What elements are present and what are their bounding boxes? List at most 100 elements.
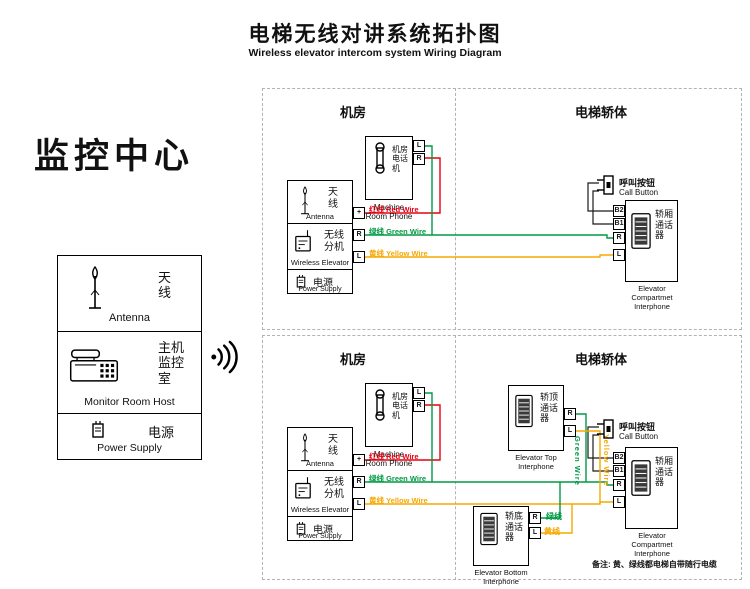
handset-icon [372,142,388,174]
yellow-wire-top [365,254,620,258]
wireless-antenna-row: 天 线 Antenna [288,428,352,470]
monitor-host-label-en: Monitor Room Host [84,396,175,408]
phone-terminal-l: L [413,387,425,399]
call-button-icon [597,174,615,196]
monitor-center-box: 天 线 Antenna 主机 监控 室 Monitor Room Host 电源… [57,255,202,460]
bottom-interphone-box: 轿底 通话 器 [473,506,529,566]
monitor-power-label-zh: 电源 [148,425,175,440]
machine-room-phone-label-zh: 机房 电话 机 [392,145,408,173]
green-wire-bottom-interphone [535,482,561,519]
top-interphone-terminal-l: L [564,425,576,437]
wireless-antenna-label-zh: 天 线 [328,434,338,457]
wireless-signal-icon [210,340,244,374]
yellow-wire-vertical-label: Yellow Wire [602,434,611,487]
compartment-interphone-label-en: Elevator Compartmet Interphone [631,531,673,558]
bottom-interphone-terminal-r: R [529,512,541,524]
call-button-label-zh: 呼叫按钮 [619,178,656,188]
top-interphone-label-en: Elevator Top Interphone [515,453,557,471]
yellow-wire-label: 黄线 Yellow Wire [369,249,428,258]
speaker-icon [515,393,533,429]
elevator-car-label: 电梯轿体 [575,105,628,120]
call-button-wire-top-2 [592,190,618,225]
wireless-terminal-l: L [353,251,365,263]
call-button-wire-top-1 [587,182,618,212]
wireless-antenna-row: 天 线 Antenna [288,181,352,223]
compartment-terminal-r: R [613,479,625,491]
phone-terminal-r: R [413,153,425,165]
compartment-terminal-b2: B2 [613,205,625,217]
machine-room-phone-label-en: Machine Room Phone [365,203,413,222]
bottom-interphone-label-en: Elevator Bottom Interphone [474,568,528,586]
wireless-antenna-label-zh: 天 线 [328,187,338,210]
monitor-antenna-label-zh: 天 线 [158,270,172,301]
call-button-label-en: Call Button [619,432,659,441]
antenna-icon [82,264,108,310]
red-wire-label: 红线 Red Wire [369,205,419,214]
compartment-terminal-b1: B1 [613,465,625,477]
zone-bottom-divider [455,335,456,580]
monitor-host-row: 主机 监控 室 Monitor Room Host [58,331,201,413]
top-interphone-box: 轿顶 通话 器 [508,385,564,451]
wireless-unit-box: 天 线 Antenna 无线 分机 Wireless Elevator 电源 P… [287,427,353,541]
wireless-ext-label-zh: 无线 分机 [324,477,344,500]
wireless-antenna-label-en: Antenna [306,212,334,221]
wireless-power-label-en: Power Supply [298,533,342,540]
machine-room-phone-box: 机房 电话 机 [365,383,413,447]
yellow-wire-bottom-interphone [535,504,573,534]
compartment-interphone-label-zh: 轿厢 通话 器 [655,209,674,241]
wireless-unit-box: 天 线 Antenna 无线 分机 Wireless Elevator 电源 P… [287,180,353,294]
red-wire-label: 红线 Red Wire [369,452,419,461]
call-button-icon [597,418,615,440]
wireless-ext-label-en: Wireless Elevator [290,258,350,267]
green-wire-short-label: 绿线 [546,512,562,521]
bottom-interphone-label-zh: 轿底 通话 器 [505,511,524,543]
speaker-icon [631,458,651,498]
call-button-label-en: Call Button [619,188,659,197]
green-wire-vertical-label: Green Wire [573,436,582,486]
speaker-icon [631,211,651,251]
wireless-terminal-l: L [353,498,365,510]
wireless-terminal-plus: + [353,207,365,219]
wireless-extension-icon [294,229,312,253]
zone-top [262,88,742,330]
top-interphone-label-zh: 轿顶 通话 器 [540,392,559,424]
wireless-extension-icon [294,476,312,500]
machine-room-phone-box: 机房 电话 机 [365,136,413,200]
footnote: 备注: 黄、绿线都电梯自带随行电缆 [592,560,717,569]
wireless-ext-row: 无线 分机 Wireless Elevator [288,223,352,269]
power-supply-icon [90,419,106,439]
call-button-wire-bottom-1 [587,426,618,459]
zone-top-divider [455,88,456,330]
monitor-center-heading: 监控中心 [34,137,195,176]
compartment-terminal-r: R [613,232,625,244]
zone-bottom [262,335,742,580]
wireless-ext-row: 无线 分机 Wireless Elevator [288,470,352,516]
wireless-power-label-en: Power Supply [298,286,342,293]
antenna-icon [296,432,314,462]
red-wire-top [365,157,441,214]
compartment-interphone-box: 轿厢 通话 器 [625,200,678,282]
wireless-antenna-label-en: Antenna [306,459,334,468]
page-subtitle: Wireless elevator intercom system Wiring… [248,47,502,59]
wireless-ext-label-en: Wireless Elevator [290,505,350,514]
antenna-icon [296,185,314,215]
elevator-car-label: 电梯轿体 [575,352,628,367]
wireless-ext-label-zh: 无线 分机 [324,230,344,253]
monitor-power-label-en: Power Supply [97,442,162,454]
yellow-wire-short-label: 黄线 [544,527,560,536]
bottom-interphone-terminal-l: L [529,527,541,539]
phone-terminal-r: R [413,400,425,412]
compartment-interphone-label-en: Elevator Compartmet Interphone [631,284,673,311]
wireless-power-row: 电源 Power Supply [288,269,352,295]
monitor-power-row: 电源 Power Supply [58,413,201,459]
green-wire-label: 绿线 Green Wire [369,227,427,236]
wireless-power-label-zh: 电源 [313,525,333,536]
compartment-interphone-box: 轿厢 通话 器 [625,447,678,529]
handset-icon [372,389,388,421]
compartment-terminal-l: L [613,496,625,508]
wireless-power-row: 电源 Power Supply [288,516,352,542]
compartment-interphone-label-zh: 轿厢 通话 器 [655,456,674,488]
compartment-terminal-b1: B1 [613,218,625,230]
red-wire-bottom [365,404,441,461]
